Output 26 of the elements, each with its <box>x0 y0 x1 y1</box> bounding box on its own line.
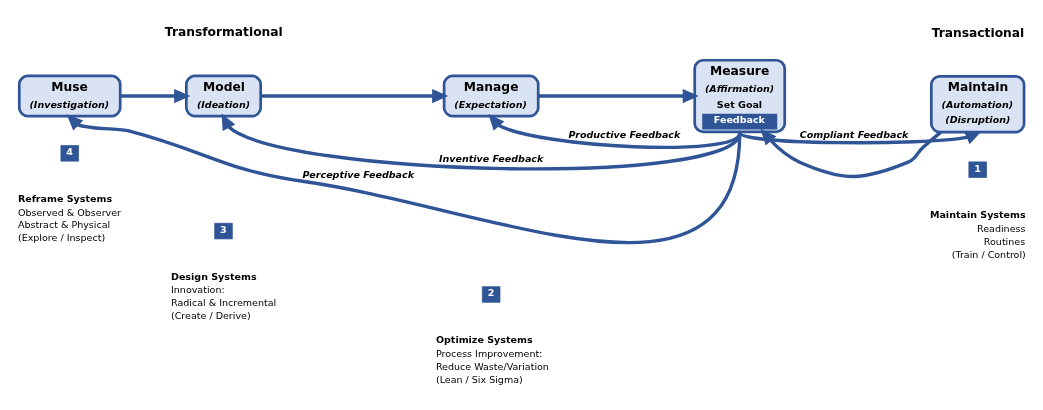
edge-label: Inventive Feedback <box>438 152 544 164</box>
label: 4 <box>66 145 73 157</box>
edge-label: Perceptive Feedback <box>302 168 415 180</box>
label: Readiness <box>977 222 1026 234</box>
label: 3 <box>220 223 227 235</box>
label: Routines <box>983 235 1026 247</box>
label: Optimize Systems <box>435 333 533 345</box>
label: (Explore / Inspect) <box>17 231 106 243</box>
label: Process Improvement: <box>435 347 543 359</box>
label: 2 <box>487 286 495 298</box>
label: Observed & Observer <box>17 206 121 218</box>
label: Design Systems <box>171 270 257 282</box>
edge-label: Productive Feedback <box>568 128 681 140</box>
label: Maintain Systems <box>929 208 1026 220</box>
label: Abstract & Physical <box>17 218 111 230</box>
label: Transactional <box>931 25 1025 40</box>
label: (Train / Control) <box>951 248 1026 260</box>
label: (Create / Derive) <box>171 309 251 321</box>
label: Innovation: <box>171 283 225 295</box>
label: 1 <box>974 162 981 174</box>
label: Reduce Waste/Variation <box>435 360 549 372</box>
label: (Lean / Six Sigma) <box>435 373 523 385</box>
edge-label: Compliant Feedback <box>799 128 909 140</box>
label: Transformational <box>164 24 283 39</box>
label: Radical & Incremental <box>171 296 277 308</box>
label: Reframe Systems <box>17 192 113 204</box>
